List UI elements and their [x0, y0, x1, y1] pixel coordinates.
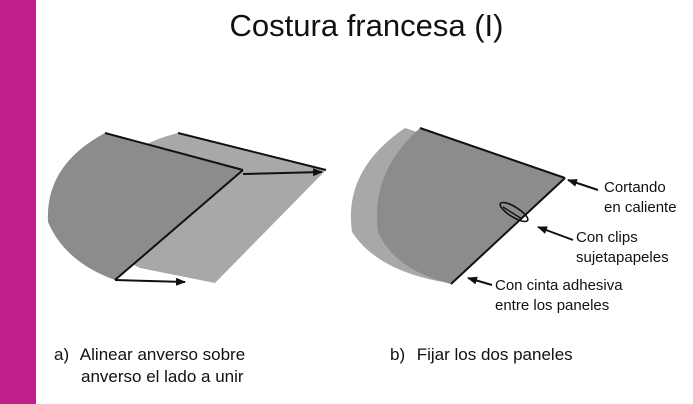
- panel-a-front: [47, 133, 243, 280]
- annotation-tape: Con cinta adhesiva entre los paneles: [495, 277, 623, 314]
- arrow-tape: [467, 276, 493, 286]
- panel-a-back-edge: [177, 132, 327, 171]
- panel-b-front: [376, 128, 565, 284]
- annotation-cut: Cortando en caliente: [604, 179, 677, 216]
- arrow-align-bottom: [114, 277, 186, 286]
- panel-a-front-edge-top: [104, 132, 244, 171]
- arrow-align-top: [242, 168, 323, 177]
- caption-a-line-2: anverso el lado a unir: [81, 367, 244, 386]
- slide-title: Costura francesa (I): [229, 8, 504, 43]
- panel-a-front-edge-side: [114, 169, 244, 281]
- panel-b-edge-top: [419, 127, 566, 179]
- caption-b: b) Fijar los dos paneles: [390, 344, 573, 366]
- caption-b-label: b): [390, 345, 406, 364]
- caption-a: a) Alinear anverso sobre anverso el lado…: [54, 344, 245, 388]
- arrow-clips: [537, 226, 574, 241]
- paper-clip: [499, 201, 529, 223]
- annotation-clips: Con clips sujetapapeles: [576, 229, 669, 266]
- caption-a-label: a): [54, 345, 70, 364]
- arrow-cut: [567, 179, 599, 191]
- paper-clip-inner: [502, 206, 523, 220]
- accent-side-bar: [0, 0, 36, 404]
- caption-a-line-1: Alinear anverso sobre: [79, 345, 246, 364]
- caption-b-text: Fijar los dos paneles: [416, 345, 573, 364]
- panel-b-edge-side: [450, 177, 566, 285]
